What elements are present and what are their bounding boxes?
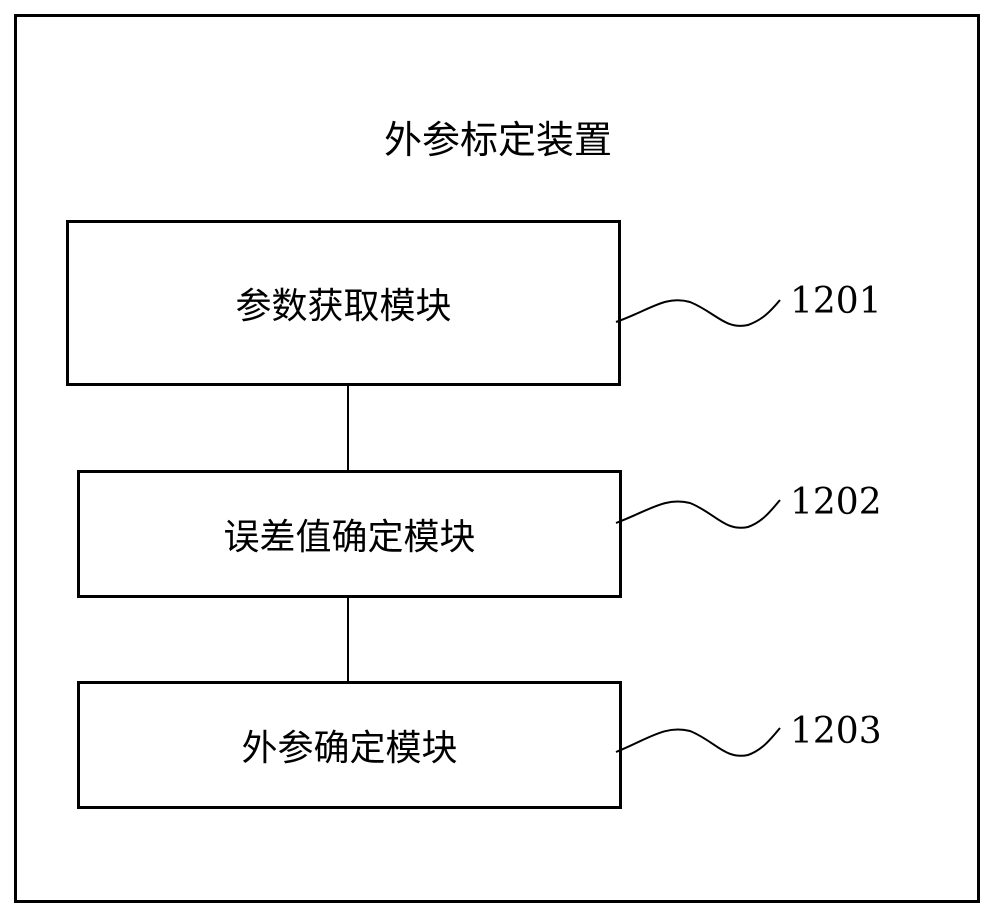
connector-line [347, 386, 349, 470]
module-label: 参数获取模块 [235, 277, 451, 329]
error-value-determination-module: 误差值确定模块 [77, 470, 622, 598]
connector-line [347, 598, 349, 681]
ref-number: 1202 [790, 483, 882, 523]
device-title: 外参标定装置 [0, 112, 996, 168]
ref-number: 1203 [790, 712, 882, 752]
ref-number: 1201 [790, 282, 882, 322]
module-label: 外参确定模块 [241, 719, 457, 771]
parameter-acquisition-module: 参数获取模块 [66, 220, 621, 386]
module-label: 误差值确定模块 [223, 508, 475, 560]
extrinsic-determination-module: 外参确定模块 [77, 681, 622, 809]
